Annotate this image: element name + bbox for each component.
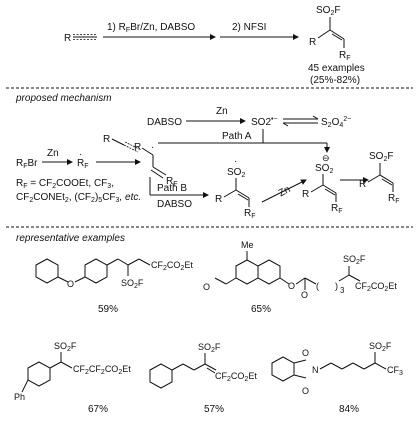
top-product-so2f: SO2F	[316, 5, 340, 17]
examples-count: 45 examples	[308, 63, 365, 74]
ex5-so2f: SO2F	[369, 341, 392, 353]
mechanism-heading: proposed mechanism	[15, 93, 112, 104]
svg-text:(: (	[316, 281, 319, 291]
example-3-structure: Ph SO2F CF2CF2CO2Et	[14, 341, 131, 402]
svg-text:·: ·	[234, 156, 237, 167]
final-so2f: SO2F	[369, 151, 393, 163]
svg-text:·: ·	[79, 149, 82, 160]
ex5-n: N	[312, 365, 319, 375]
step1-label: 1) RFBr/Zn, DABSO	[107, 22, 195, 34]
yield-ex4: 57%	[204, 404, 224, 415]
top-product-r: R	[309, 37, 316, 48]
svg-text:): )	[335, 281, 338, 291]
svg-text:O: O	[302, 386, 309, 396]
dabso-label-b: DABSO	[157, 199, 192, 210]
svg-text:·: ·	[151, 142, 154, 153]
zn-label-3: Zn	[277, 184, 292, 199]
ex4-so2f: SO2F	[198, 342, 221, 354]
path-a-label: Path A	[222, 131, 252, 142]
rf-radical: RF	[77, 158, 89, 170]
example-2-structure: Me O O O ( ) 3 SO2F CF2CO2Et	[203, 240, 397, 300]
final-rf: RF	[388, 193, 400, 205]
mid-so2: SO2	[315, 163, 333, 175]
yield-ex5: 84%	[339, 404, 359, 415]
ex2-me: Me	[241, 240, 254, 250]
zn-label-2: Zn	[47, 148, 59, 159]
top-reactant-r: R	[64, 33, 71, 44]
mid-r: R	[302, 189, 309, 200]
mechanism: proposed mechanism Zn DABSO SO2•− S2O42−…	[15, 93, 400, 220]
final-r: R	[359, 179, 366, 190]
examples-section: representative examples O SO2F CF2CO2Et …	[14, 233, 403, 415]
dithionite: S2O42−	[321, 116, 351, 129]
so2-radical: SO2•−	[251, 116, 278, 128]
ex5-o: O	[302, 348, 309, 358]
yield-range: (25%-82%)	[310, 75, 360, 86]
svg-text:⊖: ⊖	[322, 153, 330, 163]
example-5-structure: O O N SO2F CF3	[271, 341, 403, 396]
rf-definition-1: RF = CF2COOEt, CF3,	[16, 178, 114, 190]
ex2-n: 3	[340, 286, 345, 295]
path-b-label: Path B	[157, 183, 187, 194]
ex2-o: O	[203, 282, 210, 292]
top-reaction: R 1) RFBr/Zn, DABSO 2) NFSI SO2F R RF 45…	[64, 5, 365, 86]
rfbr: RFBr	[16, 158, 38, 170]
ex1-so2f: SO2F	[121, 278, 144, 290]
yield-ex3: 67%	[88, 404, 108, 415]
example-4-structure: SO2F CF2CO2Et	[149, 342, 257, 389]
yield-ex1: 59%	[98, 304, 118, 315]
svg-text:O: O	[288, 281, 295, 291]
ex2-so2f: SO2F	[343, 254, 366, 266]
svg-text:O: O	[301, 290, 308, 300]
examples-heading: representative examples	[16, 233, 125, 244]
sulfonyl-r: R	[215, 194, 222, 205]
dabso-label: DABSO	[147, 117, 182, 128]
mid-rf: RF	[331, 203, 343, 215]
yield-ex2: 65%	[251, 304, 271, 315]
top-product-rf: RF	[339, 50, 351, 62]
ex3-chain: CF2CF2CO2Et	[73, 364, 131, 376]
ex5-cf3: CF3	[387, 365, 403, 377]
svg-text:O: O	[67, 279, 74, 289]
ex4-chain: CF2CO2Et	[215, 371, 257, 383]
sulfonyl-rf: RF	[244, 208, 256, 220]
step2-label: 2) NFSI	[232, 22, 266, 33]
ex3-ph: Ph	[14, 392, 25, 402]
alkyne-r: R	[103, 134, 110, 145]
example-1-structure: O SO2F CF2CO2Et	[35, 258, 193, 290]
sulfonyl-so2: SO2	[227, 167, 245, 179]
zn-label-1: Zn	[216, 106, 228, 117]
ex3-so2f: SO2F	[54, 341, 77, 353]
ex1-chain: CF2CO2Et	[151, 260, 193, 272]
rf-definition-2: CF2CONEt2, (CF2)5CF3, etc.	[16, 192, 141, 204]
vinyl-rf: RF	[166, 176, 178, 188]
vinyl-r: R	[134, 142, 141, 153]
ex2-chain: CF2CO2Et	[355, 281, 397, 293]
